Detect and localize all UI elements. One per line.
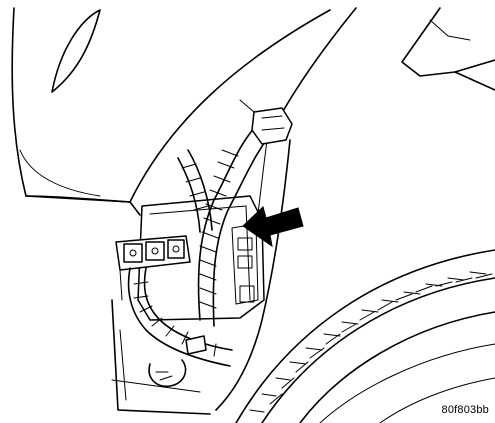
callout-arrow <box>242 206 304 248</box>
harness-clip <box>239 99 293 145</box>
upper-right-panel <box>401 7 495 91</box>
connector-block <box>115 235 191 301</box>
splash-shield <box>111 299 211 415</box>
control-module <box>137 195 265 321</box>
figure-id-label: 80f803bb <box>441 404 489 416</box>
fender-panel <box>11 7 357 216</box>
wire-harness <box>127 119 277 388</box>
tire <box>235 249 495 423</box>
